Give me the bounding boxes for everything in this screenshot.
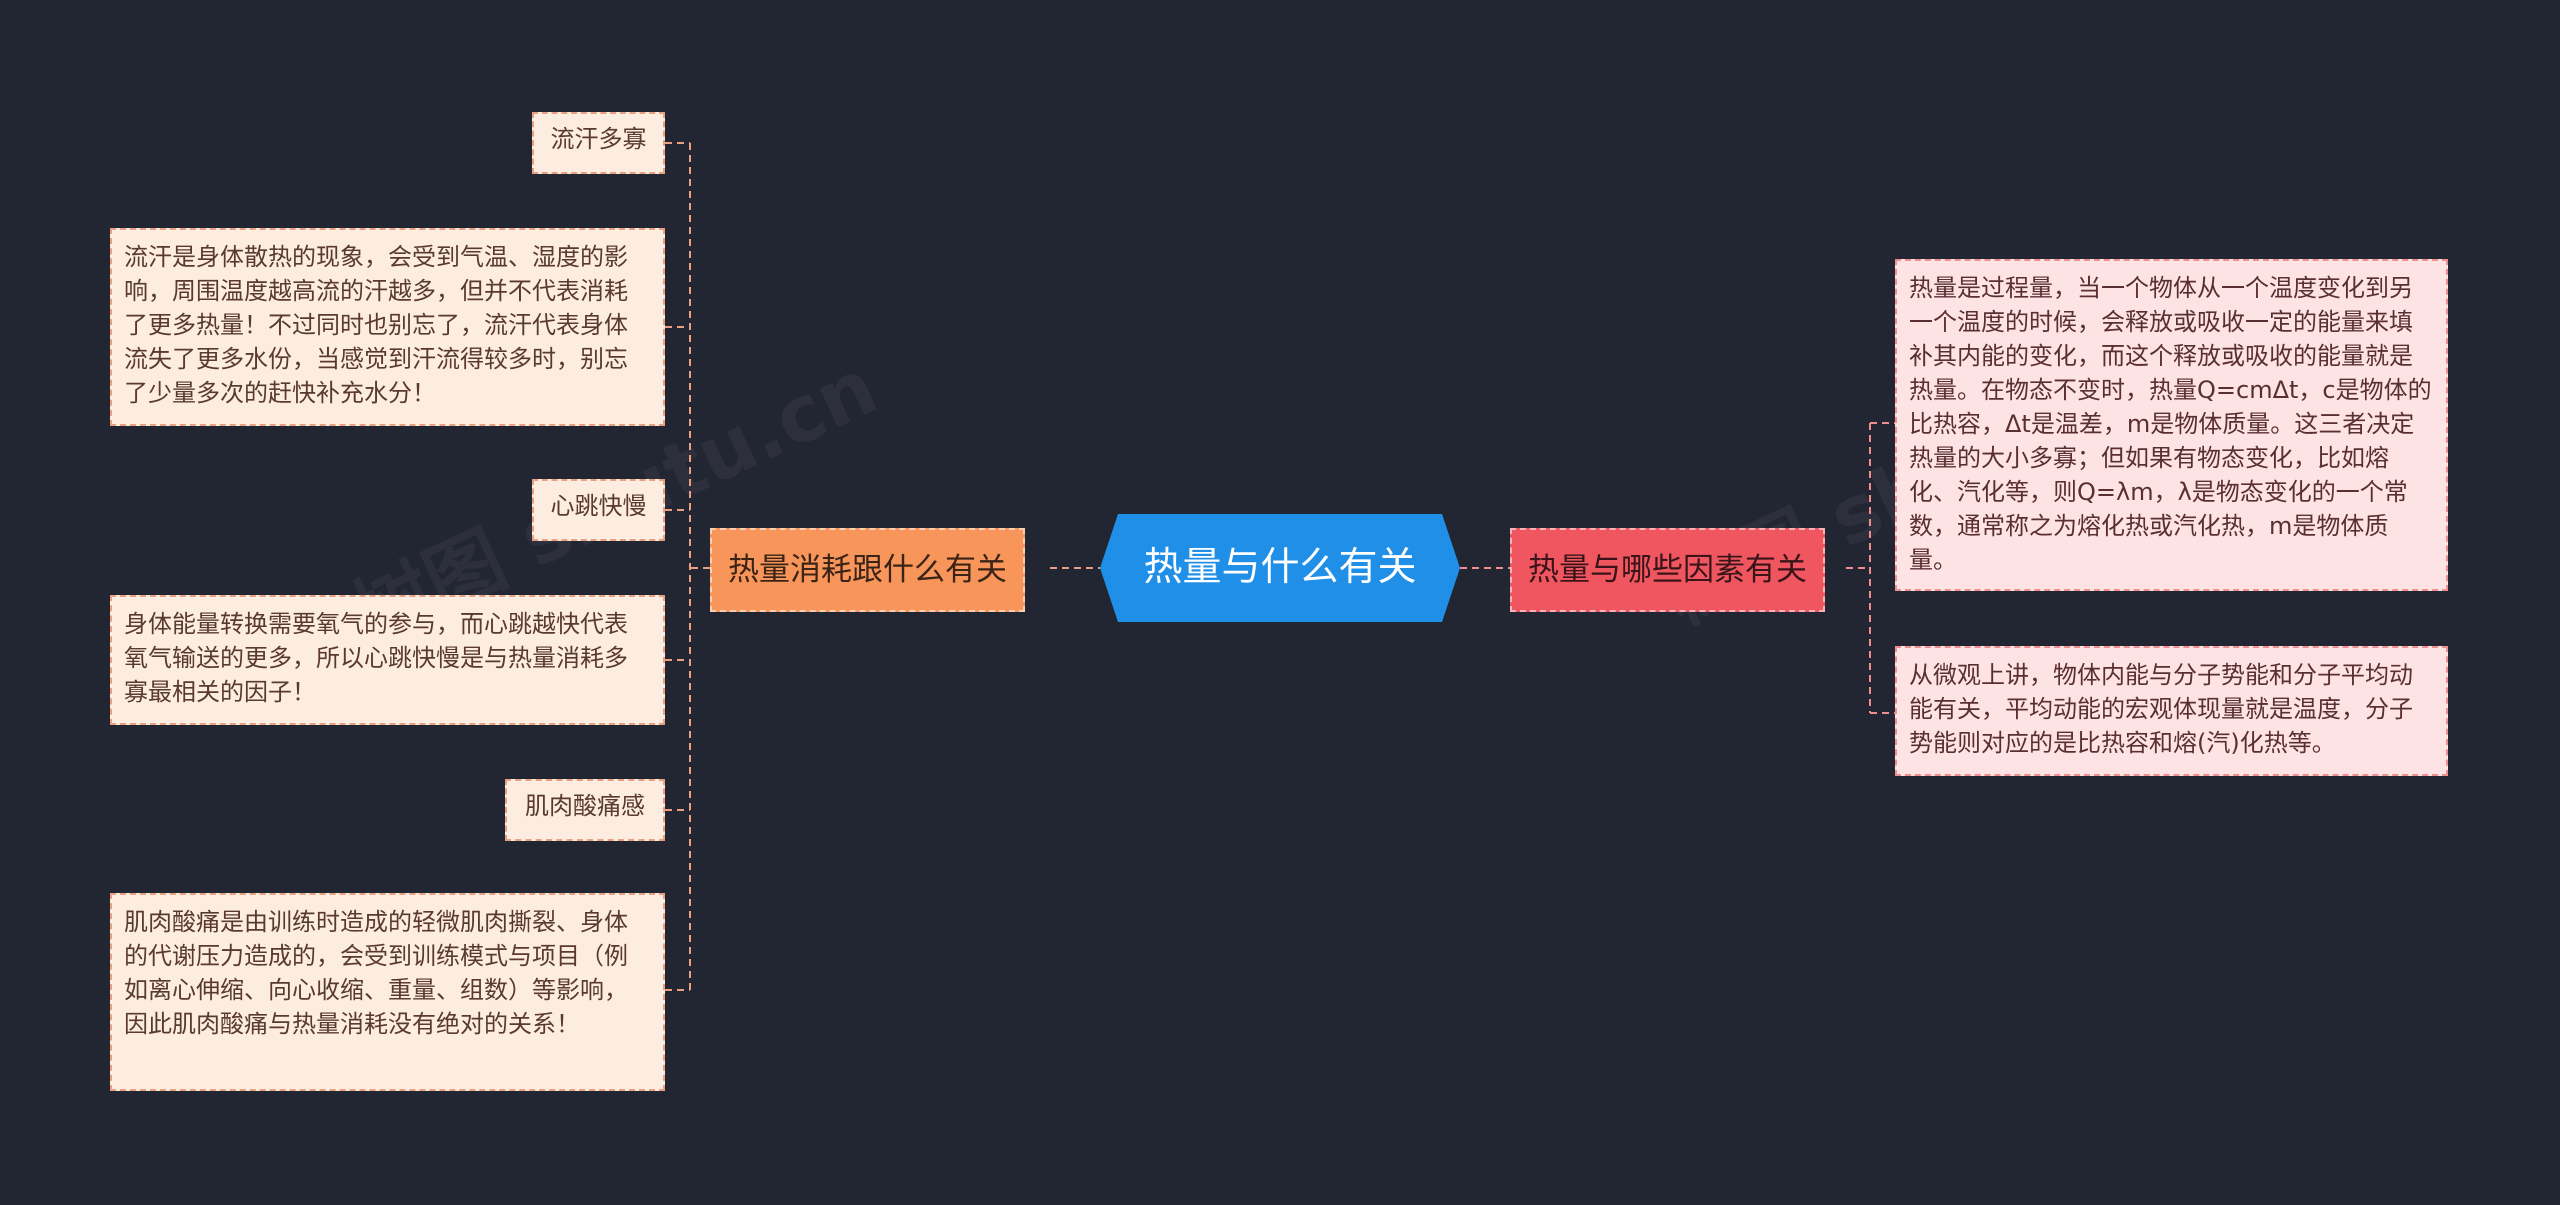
detail-muscle-soreness: 肌肉酸痛是由训练时造成的轻微肌肉撕裂、身体的代谢压力造成的，会受到训练模式与项目… <box>110 893 665 1091</box>
detail-text: 从微观上讲，物体内能与分子势能和分子平均动能有关，平均动能的宏观体现量就是温度，… <box>1909 661 2413 757</box>
topic-label: 流汗多寡 <box>550 125 647 153</box>
branch-heat-factors[interactable]: 热量与哪些因素有关 <box>1510 528 1825 612</box>
root-node[interactable]: 热量与什么有关 <box>1100 514 1460 622</box>
detail-text: 热量是过程量，当一个物体从一个温度变化到另一个温度的时候，会释放或吸收一定的能量… <box>1909 274 2432 574</box>
topic-muscle-soreness[interactable]: 肌肉酸痛感 <box>505 779 665 841</box>
detail-text: 身体能量转换需要氧气的参与，而心跳越快代表氧气输送的更多，所以心跳快慢是与热量消… <box>124 610 628 706</box>
topic-heart-rate[interactable]: 心跳快慢 <box>532 479 665 541</box>
detail-text: 肌肉酸痛是由训练时造成的轻微肌肉撕裂、身体的代谢压力造成的，会受到训练模式与项目… <box>124 908 628 1038</box>
detail-sweat: 流汗是身体散热的现象，会受到气温、湿度的影响，周围温度越高流的汗越多，但并不代表… <box>110 228 665 426</box>
detail-heat-definition: 热量是过程量，当一个物体从一个温度变化到另一个温度的时候，会释放或吸收一定的能量… <box>1895 259 2448 591</box>
branch-label: 热量消耗跟什么有关 <box>728 552 1007 588</box>
root-label: 热量与什么有关 <box>1143 545 1417 590</box>
topic-sweat[interactable]: 流汗多寡 <box>532 112 665 174</box>
branch-label: 热量与哪些因素有关 <box>1528 552 1807 588</box>
topic-label: 心跳快慢 <box>550 492 647 520</box>
detail-heart-rate: 身体能量转换需要氧气的参与，而心跳越快代表氧气输送的更多，所以心跳快慢是与热量消… <box>110 595 665 725</box>
detail-microscopic-view: 从微观上讲，物体内能与分子势能和分子平均动能有关，平均动能的宏观体现量就是温度，… <box>1895 646 2448 776</box>
branch-heat-consumption[interactable]: 热量消耗跟什么有关 <box>710 528 1025 612</box>
detail-text: 流汗是身体散热的现象，会受到气温、湿度的影响，周围温度越高流的汗越多，但并不代表… <box>124 243 628 407</box>
topic-label: 肌肉酸痛感 <box>525 792 645 820</box>
